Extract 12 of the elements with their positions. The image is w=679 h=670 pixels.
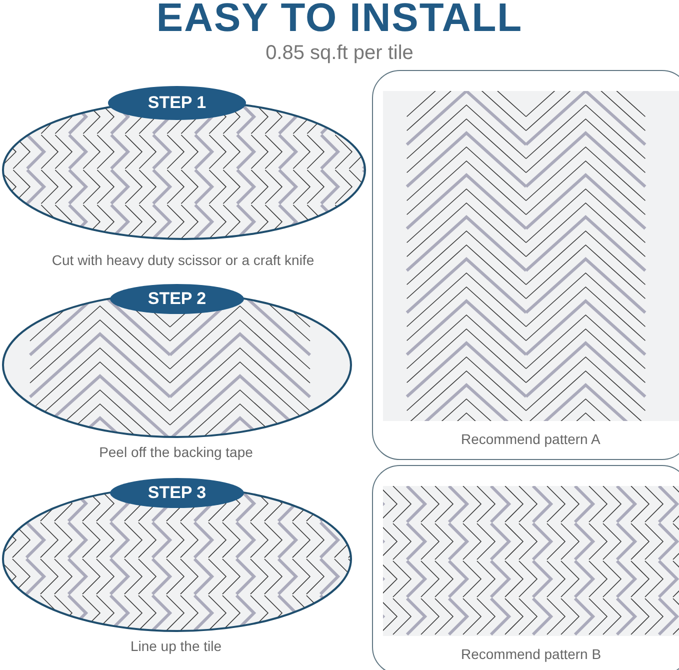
photo-caption: Line up the tile <box>129 638 223 654</box>
photo-caption: Peel off the backing tape <box>98 444 254 460</box>
step-badge: STEP 3 <box>110 478 244 508</box>
page-title: EASY TO INSTALL <box>155 0 524 41</box>
photo-caption: Cut with heavy duty scissor or a craft knife <box>50 252 316 268</box>
pattern-caption: Recommend pattern A <box>461 431 600 447</box>
pattern-panel <box>372 465 679 670</box>
step-badge: STEP 1 <box>108 86 246 120</box>
pattern-panel <box>372 70 679 460</box>
subtitle: 0.85 sq.ft per tile <box>264 42 414 65</box>
pattern-caption: Recommend pattern B <box>461 646 602 662</box>
step-badge: STEP 2 <box>110 284 244 314</box>
